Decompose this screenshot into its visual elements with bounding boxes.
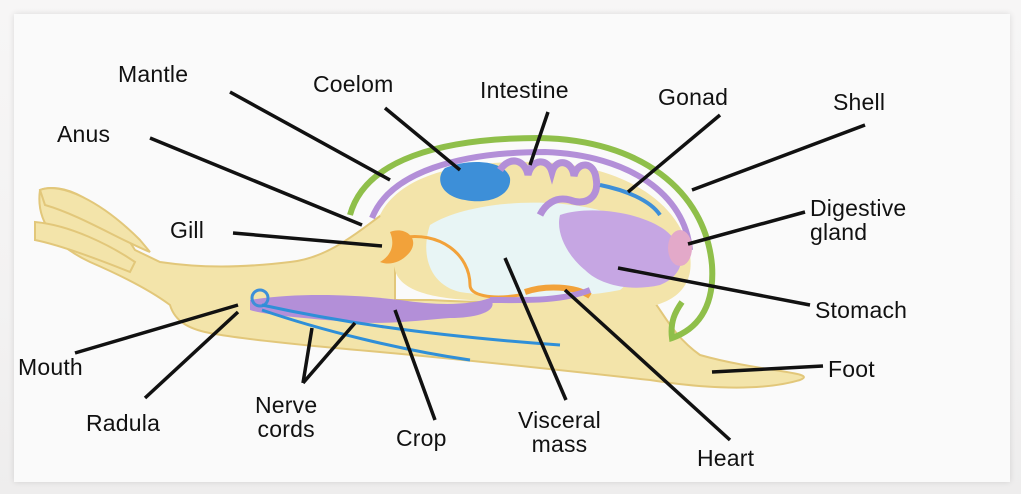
label-nerve-cords: Nerve cords <box>255 393 317 441</box>
label-gonad: Gonad <box>658 85 728 109</box>
label-mouth: Mouth <box>18 355 83 379</box>
label-coelom: Coelom <box>313 72 393 96</box>
leader-gonad <box>628 115 720 192</box>
digestive-gland-shape <box>668 230 692 266</box>
label-digestive-gland-line1: Digestive <box>810 196 906 220</box>
label-heart: Heart <box>697 446 754 470</box>
leader-shell <box>692 125 865 190</box>
label-anus: Anus <box>57 122 110 146</box>
leader-mantle <box>230 92 390 180</box>
label-radula: Radula <box>86 411 160 435</box>
label-digestive-gland: Digestive gland <box>810 196 906 244</box>
label-intestine: Intestine <box>480 78 569 102</box>
label-nerve-cords-line2: cords <box>255 417 317 441</box>
label-nerve-cords-line1: Nerve <box>255 393 317 417</box>
label-stomach: Stomach <box>815 298 907 322</box>
label-digestive-gland-line2: gland <box>810 220 906 244</box>
label-crop: Crop <box>396 426 447 450</box>
label-visceral-mass-line2: mass <box>518 432 601 456</box>
leader-anus <box>150 138 362 225</box>
label-gill: Gill <box>170 218 204 242</box>
label-shell: Shell <box>833 90 885 114</box>
label-mantle: Mantle <box>118 62 188 86</box>
label-visceral-mass-line1: Visceral <box>518 408 601 432</box>
label-foot: Foot <box>828 357 875 381</box>
label-visceral-mass: Visceral mass <box>518 408 601 456</box>
